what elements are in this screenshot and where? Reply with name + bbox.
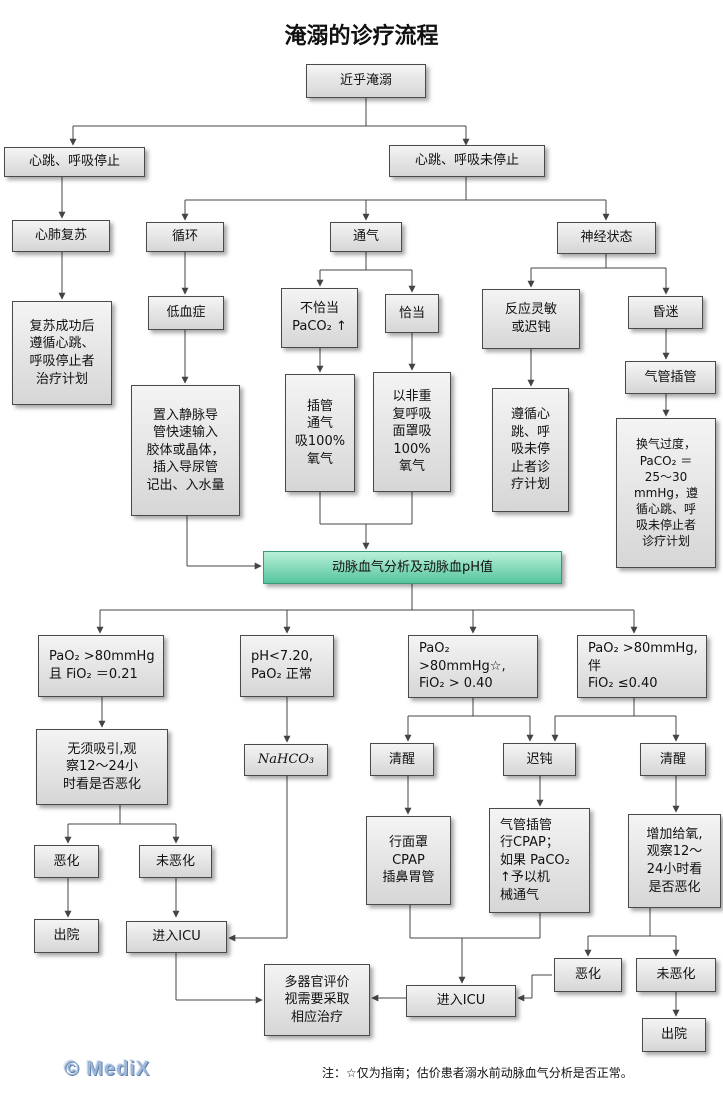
node-responsive: 反应灵敏 或迟钝: [482, 289, 580, 349]
medix-logo: © MediX: [64, 1058, 151, 1080]
start-node-near-drowning: 近乎淹溺: [306, 64, 426, 98]
node-observe-12-24h: 无须吸引,观 察12～24小 时看是否恶化: [36, 729, 168, 805]
node-right-discharge: 出院: [642, 1018, 706, 1052]
node-ventilation-inadequate: 不恰当 PaCO₂ ↑: [281, 288, 358, 348]
node-inadequate-treatment: 插管 通气 吸100% 氧气: [285, 374, 355, 492]
node-adequate-treatment: 以非重 复呼吸 面罩吸 100% 氧气: [373, 372, 451, 492]
node-awake1-treatment: 行面罩 CPAP 插鼻胃管: [366, 816, 451, 905]
node-left-not-worse: 未恶化: [139, 845, 212, 878]
page-title: 淹溺的诊疗流程: [284, 23, 439, 49]
node-branch-fio2-gt-040: PaO₂ >80mmHg☆, FiO₂ > 0.40: [408, 635, 538, 698]
node-hypovolemia-treatment: 置入静脉导 管快速输入 胶体或晶体， 插入导尿管 记出、入水量: [131, 385, 240, 516]
node-slow: 迟钝: [503, 743, 576, 776]
node-right-not-worse: 未恶化: [636, 958, 716, 992]
node-icu-left: 进入ICU: [126, 921, 227, 953]
node-intubation: 气管插管: [625, 361, 716, 394]
node-right-worse: 恶化: [554, 958, 622, 992]
node-slow-treatment: 气管插管 行CPAP； 如果 PaCO₂ ↑予以机 械通气: [489, 808, 590, 913]
node-hypovolemia: 低血症: [148, 296, 224, 330]
node-cpr: 心肺复苏: [12, 220, 110, 252]
node-abg-analysis: 动脉血气分析及动脉血pH值: [263, 551, 562, 584]
node-cardiac-arrest: 心跳、呼吸停止: [4, 147, 145, 177]
node-left-worse: 恶化: [34, 845, 99, 878]
node-ventilation: 通气: [330, 222, 402, 252]
node-awake-1: 清醒: [370, 743, 434, 776]
node-awake-2: 清醒: [640, 743, 706, 776]
node-icu-middle: 进入ICU: [406, 985, 516, 1017]
node-cpr-result: 复苏成功后 遵循心跳、 呼吸停止者 治疗计划: [12, 301, 112, 405]
node-coma: 昏迷: [628, 296, 703, 329]
node-branch-ph-low: pH<7.20, PaO₂ 正常: [240, 635, 334, 697]
node-branch-pao2-fio2-021: PaO₂ >80mmHg 且 FiO₂ ＝0.21: [38, 635, 164, 697]
node-circulation: 循环: [146, 222, 224, 252]
node-no-cardiac-arrest: 心跳、呼吸未停止: [389, 145, 545, 177]
node-responsive-treatment: 遵循心 跳、呼 吸未停 止者诊 疗计划: [492, 388, 569, 512]
node-ventilation-adequate: 恰当: [385, 294, 439, 333]
node-neuro-status: 神经状态: [557, 222, 656, 254]
node-multi-organ-evaluation: 多器官评价 视需要采取 相应治疗: [264, 964, 370, 1036]
node-left-discharge: 出院: [34, 919, 99, 953]
node-hyperventilation: 换气过度， PaCO₂ ＝ 25～30 mmHg，遵 循心跳、呼 吸未停止者 诊…: [616, 418, 716, 568]
node-nahco3: NaHCO₃: [244, 744, 328, 776]
node-awake2-treatment: 增加给氧, 观察12～ 24小时看 是否恶化: [628, 814, 721, 908]
footnote: 注：☆仅为指南；估价患者溺水前动脉血气分析是否正常。: [322, 1066, 633, 1080]
node-branch-fio2-le-040: PaO₂ >80mmHg,伴 FiO₂ ≤0.40: [577, 635, 707, 698]
